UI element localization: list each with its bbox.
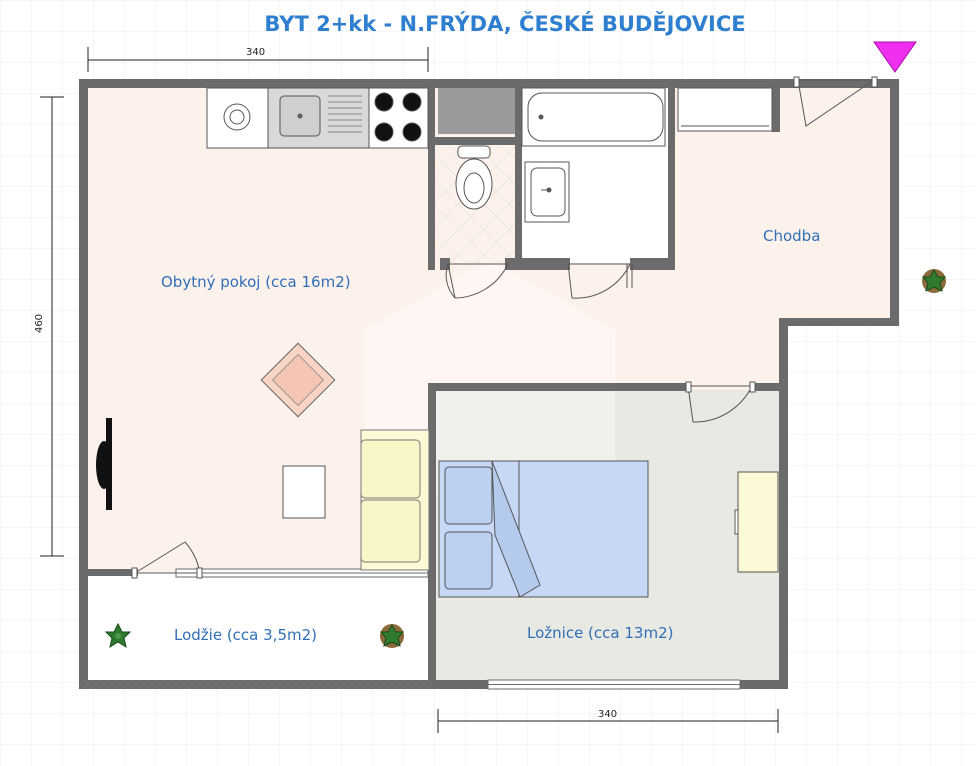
plant-icon bbox=[379, 623, 405, 648]
room-label-hallway: Chodba bbox=[763, 227, 821, 245]
toilet bbox=[455, 145, 493, 210]
room-label-bedroom: Ložnice (cca 13m2) bbox=[527, 624, 674, 642]
room-label-loggia: Lodžie (cca 3,5m2) bbox=[174, 626, 317, 644]
room-label-living: Obytný pokoj (cca 16m2) bbox=[161, 273, 351, 291]
page-title: BYT 2+kk - N.FRÝDA, ČESKÉ BUDĚJOVICE bbox=[264, 12, 746, 36]
bedroom-window bbox=[487, 679, 741, 690]
plant-icon bbox=[104, 622, 132, 649]
bed bbox=[438, 460, 649, 598]
bathroom-sink bbox=[524, 161, 570, 223]
sofa bbox=[360, 429, 430, 571]
coffee-table bbox=[282, 465, 326, 519]
loggia-floor bbox=[88, 572, 432, 680]
tv-icon bbox=[96, 418, 112, 510]
bathtub bbox=[521, 87, 666, 147]
armchair bbox=[260, 342, 336, 418]
dimension-left: 460 bbox=[34, 313, 46, 334]
kitchen-counter bbox=[206, 87, 429, 149]
dimension-lines bbox=[40, 47, 779, 733]
living-floor bbox=[88, 88, 890, 572]
plant-icon bbox=[921, 268, 947, 293]
walls bbox=[79, 79, 899, 689]
dimension-bottom: 340 bbox=[598, 709, 618, 720]
entrance-arrow-icon bbox=[873, 41, 917, 73]
dimension-top: 340 bbox=[246, 47, 266, 58]
doors bbox=[131, 76, 878, 579]
desk bbox=[734, 471, 779, 573]
hallway-wardrobe bbox=[677, 87, 773, 132]
